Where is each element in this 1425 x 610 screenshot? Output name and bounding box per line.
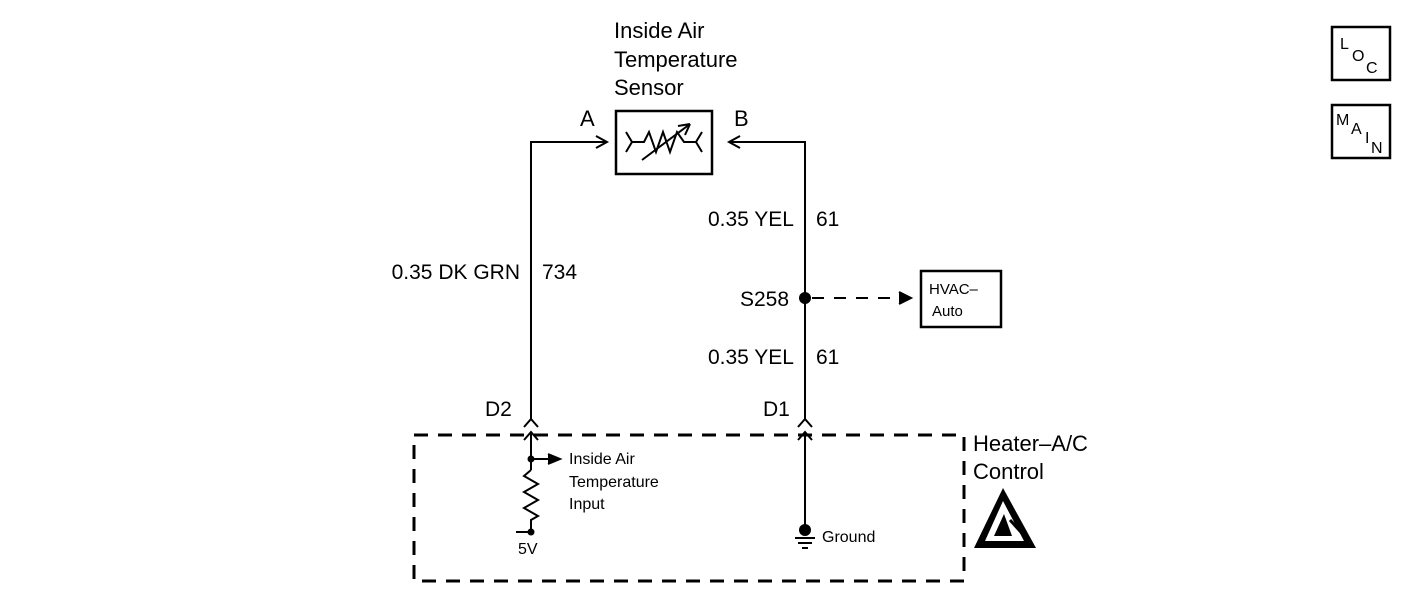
wire-61-lower-gauge-color: 0.35 YEL xyxy=(708,346,794,369)
loc-letter-o: O xyxy=(1352,48,1364,65)
main-letter-i: I xyxy=(1365,130,1369,147)
loc-button[interactable]: L O C xyxy=(1330,25,1392,82)
main-letter-n: N xyxy=(1371,140,1383,157)
input-label-line-3: Input xyxy=(569,496,605,513)
terminal-a-label: A xyxy=(580,106,595,131)
wire-61 xyxy=(726,135,806,420)
sensor-box xyxy=(614,109,714,176)
hvac-auto-line-2: Auto xyxy=(932,303,963,320)
wire-734-circuit: 734 xyxy=(542,261,577,284)
sensor-title-line-1: Inside Air xyxy=(614,18,705,43)
main-button-frame[interactable] xyxy=(1330,103,1392,160)
control-title-line-1: Heater–A/C xyxy=(973,431,1088,456)
ground-circuit xyxy=(795,432,815,549)
ground-dot xyxy=(799,524,811,536)
supply-5v-label: 5V xyxy=(518,541,538,558)
hvac-auto-box xyxy=(919,269,1003,329)
loc-letter-c: C xyxy=(1366,60,1378,77)
wire-61-upper-circuit: 61 xyxy=(816,208,839,231)
heater-ac-control-box xyxy=(412,433,966,583)
connector-d1-label: D1 xyxy=(763,398,790,421)
wire-734 xyxy=(530,135,610,420)
splice-dashed-link xyxy=(812,291,914,305)
ground-label: Ground xyxy=(822,529,875,546)
loc-letter-l: L xyxy=(1340,36,1349,53)
wire-61-lower-circuit: 61 xyxy=(816,346,839,369)
thermistor-symbol xyxy=(625,123,703,161)
input-label-line-1: Inside Air xyxy=(569,451,635,468)
sensor-title-line-2: Temperature xyxy=(614,47,738,72)
wire-734-gauge-color: 0.35 DK GRN xyxy=(392,261,520,284)
sensor-title-line-3: Sensor xyxy=(614,75,684,100)
control-title-line-2: Control xyxy=(973,459,1044,484)
esd-warning-icon xyxy=(974,488,1036,548)
loc-button-frame[interactable] xyxy=(1330,25,1392,82)
wire-61-upper-gauge-color: 0.35 YEL xyxy=(708,208,794,231)
hvac-auto-line-1: HVAC– xyxy=(929,281,979,298)
input-circuit xyxy=(516,432,563,533)
splice-s258-label: S258 xyxy=(740,288,789,311)
splice-s258-dot xyxy=(799,292,811,304)
input-junction-dot xyxy=(527,455,535,463)
main-letter-m: M xyxy=(1336,112,1349,129)
terminal-b-label: B xyxy=(734,106,749,131)
supply-junction-dot xyxy=(527,528,535,536)
main-letter-a: A xyxy=(1351,121,1362,138)
input-label-line-2: Temperature xyxy=(569,474,659,491)
main-button[interactable]: M A I N xyxy=(1330,103,1392,160)
connector-d2-label: D2 xyxy=(485,398,512,421)
